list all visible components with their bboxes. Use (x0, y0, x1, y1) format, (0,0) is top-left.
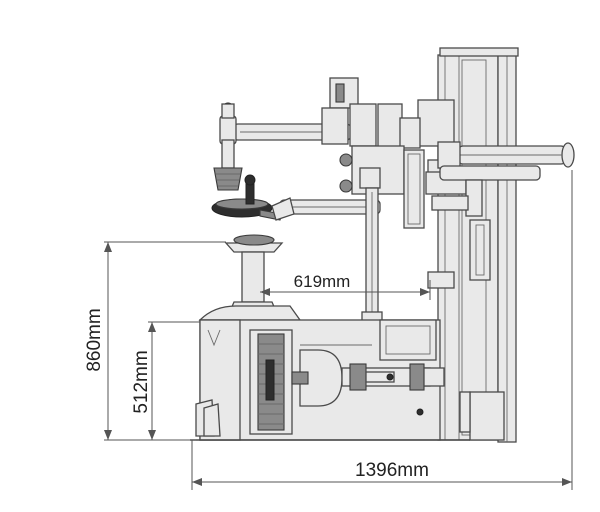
right-bar (437, 141, 575, 169)
height-512-label: 512mm (131, 350, 152, 413)
height-860-dimension (104, 241, 226, 441)
breaker-pad-cylinder (291, 349, 445, 407)
upper-arm (219, 77, 421, 149)
width-1396-dimension (191, 170, 573, 490)
mounting-head (211, 174, 283, 221)
width-1396-label: 1396mm (355, 460, 429, 481)
reach-619-dimension (260, 280, 431, 300)
wheel-clamp-column (224, 234, 284, 317)
foot-pedals (195, 399, 221, 437)
reach-619-label: 619mm (294, 272, 351, 291)
height-860-label: 860mm (84, 308, 105, 371)
press-tool (213, 139, 243, 191)
bead-breaker (249, 329, 293, 435)
height-512-dimension (148, 321, 200, 440)
lower-arm (271, 197, 381, 221)
